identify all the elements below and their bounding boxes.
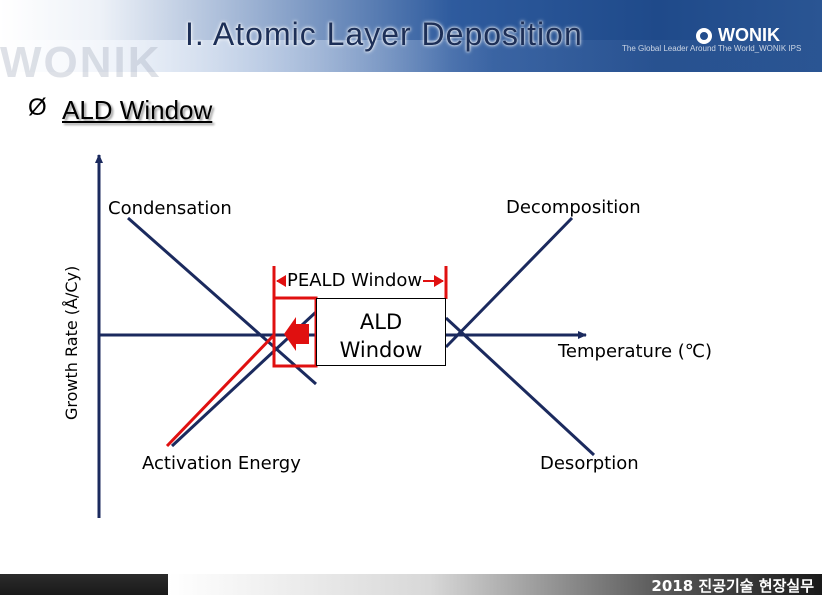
section-heading: ALD Window (62, 95, 213, 125)
ald-window-line1: ALD (359, 310, 403, 334)
logo-text: WONIK (718, 25, 780, 45)
logo-watermark: WONIK (0, 38, 162, 87)
desorption-label: Desorption (540, 453, 639, 474)
logo-ring-icon (696, 28, 712, 44)
bullet-arrow-icon: Ø (28, 94, 47, 121)
left-shift-arrow-icon (284, 317, 309, 351)
activation-energy-label: Activation Energy (142, 453, 301, 474)
page-title: I. Atomic Layer Deposition (185, 16, 583, 52)
footer-text: 2018 진공기술 현장실무 (651, 577, 814, 595)
condensation-line (127, 216, 317, 386)
footer-gradient-bar (168, 574, 822, 595)
footer-dark-bar (0, 574, 168, 595)
condensation-label: Condensation (108, 198, 232, 219)
x-axis-label: Temperature (℃) (558, 341, 713, 362)
company-logo: WONIK (696, 25, 816, 56)
header-swoosh (0, 40, 822, 72)
peald-activation-line (165, 333, 276, 448)
peald-window-label: PEALD Window (286, 270, 424, 291)
ald-window-label: ALD Window (316, 308, 446, 364)
decomposition-label: Decomposition (506, 197, 641, 218)
ald-window-line2: Window (339, 338, 423, 362)
y-axis-label: Growth Rate (Å/Cy) (62, 265, 81, 420)
decomposition-line (444, 216, 574, 349)
ald-window-box (316, 298, 446, 366)
tagline: The Global Leader Around The World_WONIK… (622, 44, 802, 53)
desorption-line (444, 316, 596, 457)
